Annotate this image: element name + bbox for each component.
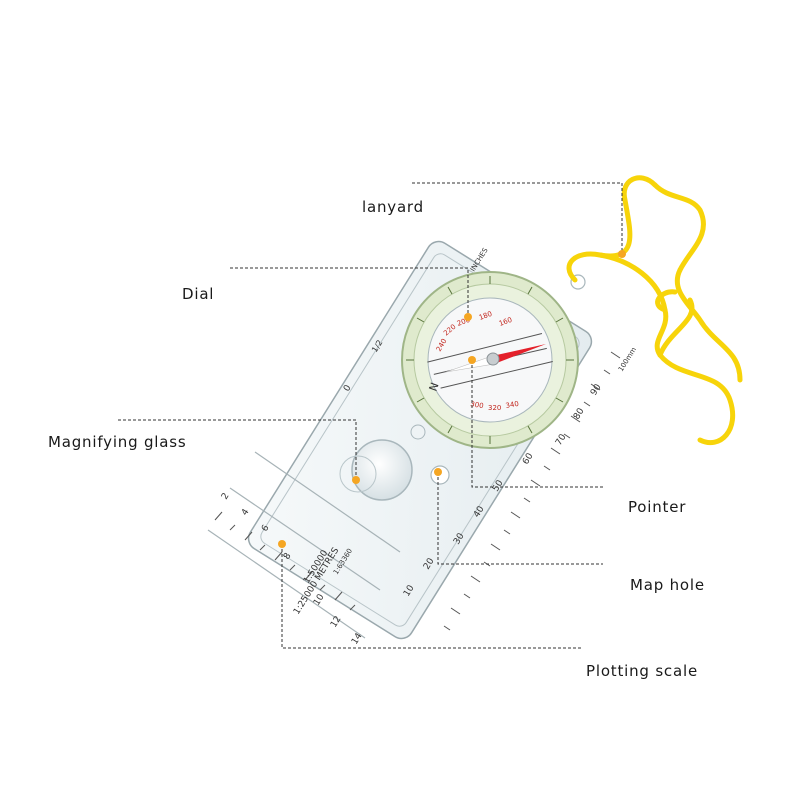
magnifying-glass <box>339 424 426 501</box>
plate-steps <box>207 451 401 639</box>
side-label-4: 4 <box>240 507 252 517</box>
dial-ticks <box>406 276 574 444</box>
pointer-leader <box>471 360 603 488</box>
callout-lines <box>118 182 623 649</box>
lanyard <box>566 175 743 446</box>
side-label-12: 12 <box>329 615 344 630</box>
callout-lanyard: lanyard <box>362 198 424 216</box>
lanyard-dot <box>618 250 626 258</box>
side-label-14: 14 <box>350 631 365 646</box>
magnifying-dot <box>352 476 360 484</box>
side-label-2: 2 <box>220 491 232 501</box>
compass-needle <box>445 344 546 373</box>
ruler-label-80: 80 <box>572 406 587 421</box>
dial-leader <box>230 267 469 315</box>
ruler-label-70: 70 <box>554 432 569 447</box>
callout-map-hole: Map hole <box>630 576 705 594</box>
callout-plotting-scale: Plotting scale <box>586 662 698 680</box>
map-hole-leader <box>437 472 603 565</box>
callout-magnifying-glass: Magnifying glass <box>48 433 187 451</box>
pointer-dot <box>468 356 476 364</box>
dial-number-300: 300 <box>470 400 485 410</box>
dial-number-340: 340 <box>505 400 520 410</box>
lanyard-leader <box>412 182 623 252</box>
inch-label-0: 0 <box>342 383 354 393</box>
dial-number-320: 320 <box>488 404 501 412</box>
ruler-ticks-left <box>214 511 356 611</box>
side-label-6: 6 <box>260 523 272 533</box>
callout-dial: Dial <box>182 285 215 303</box>
ruler-ticks-right <box>443 351 621 631</box>
plotting-dot <box>278 540 286 548</box>
callout-dots <box>278 250 626 548</box>
corner-label: 100mm <box>617 346 638 373</box>
side-label-10: 10 <box>312 592 327 607</box>
dial-dot <box>464 313 472 321</box>
map-hole-dot <box>434 468 442 476</box>
magnifying-leader <box>118 419 357 478</box>
callout-pointer: Pointer <box>628 498 687 516</box>
side-label-8: 8 <box>282 551 294 561</box>
